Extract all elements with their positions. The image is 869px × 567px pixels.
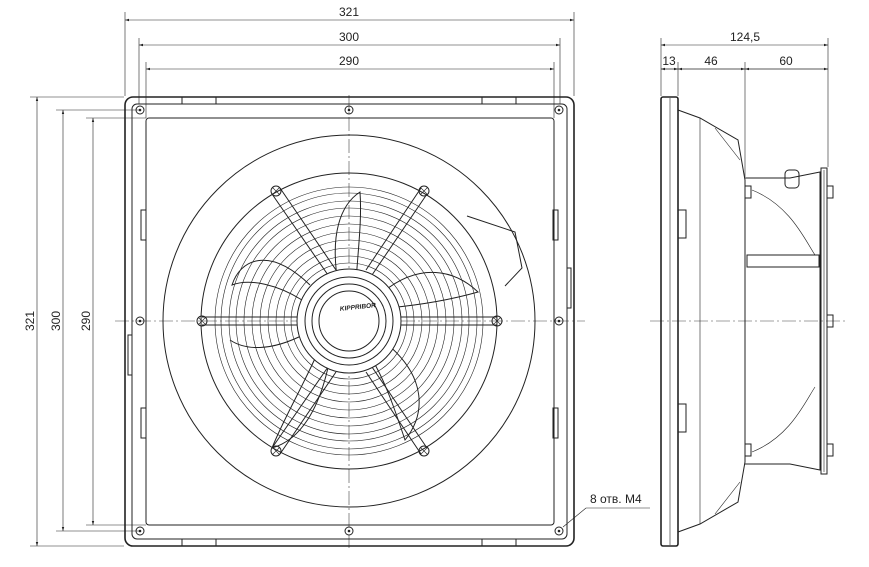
dimension-width-inner-label: 290 (339, 54, 359, 68)
dimension-depth-body-label: 46 (704, 54, 718, 68)
side-motor (745, 171, 821, 471)
side-cone-body (677, 109, 746, 533)
guard-screw (270, 185, 282, 197)
mounting-hole (554, 316, 564, 326)
dimension-depth-overall-label: 124,5 (730, 30, 760, 44)
dimension-depth-segments: 13 46 60 (661, 54, 828, 177)
guard-screw (196, 315, 208, 327)
mounting-hole (554, 526, 564, 536)
dimension-height-overall-label: 321 (23, 311, 37, 331)
dimension-height-overall: 321 (23, 96, 124, 547)
front-view: KIPPRIBOR 321 300 290 321 (23, 5, 650, 548)
guard-spokes (202, 187, 497, 455)
dimension-height-inner-label: 290 (79, 311, 93, 331)
mounting-hole (344, 526, 354, 536)
hole-callout-label: 8 отв. M4 (590, 492, 642, 506)
dimension-depth-flange-label: 13 (662, 54, 676, 68)
mounting-hole (554, 105, 564, 115)
brand-label: KIPPRIBOR (340, 302, 377, 313)
dimension-width-mid-label: 300 (339, 30, 359, 44)
dimension-width-inner: 290 (145, 54, 555, 118)
dimension-height-inner: 290 (79, 117, 146, 526)
guard-screw (270, 445, 282, 457)
guard-screw (491, 315, 503, 327)
guard-screw (418, 445, 430, 457)
mounting-hole (135, 316, 145, 326)
hole-callout: 8 отв. M4 (562, 492, 650, 528)
mid-frame (131, 103, 568, 540)
outer-shroud-ring (162, 134, 536, 508)
guard-screws (196, 185, 503, 457)
motor-hub (296, 268, 402, 374)
guard-screw (418, 185, 430, 197)
dimension-width-overall: 321 (124, 5, 575, 96)
dimension-depth-motor-label: 60 (779, 54, 793, 68)
inner-frame (145, 117, 555, 526)
guard-grill-rings (214, 186, 484, 456)
dimension-width-mid: 300 (138, 30, 561, 104)
mounting-holes (135, 105, 564, 536)
frame-clips (127, 96, 572, 547)
side-view: 124,5 13 46 60 (650, 30, 845, 547)
mounting-hole (344, 105, 354, 115)
outer-frame (124, 96, 575, 547)
terminal-box-outline (466, 215, 523, 287)
dimension-height-mid: 300 (49, 109, 140, 532)
dimension-width-overall-label: 321 (339, 5, 359, 19)
dimension-height-mid-label: 300 (49, 311, 63, 331)
dimension-depth-overall: 124,5 (660, 30, 829, 167)
side-flange (660, 96, 679, 547)
